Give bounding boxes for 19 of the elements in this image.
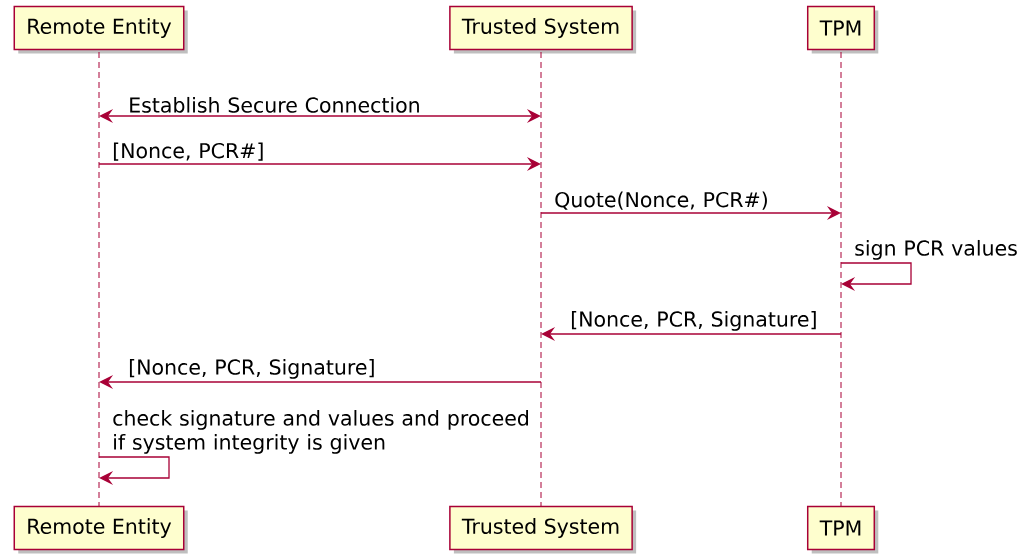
lifeline [98, 49, 100, 508]
self-message-arrow [840, 262, 912, 292]
participant-box: TPM [806, 5, 879, 54]
message-arrow [99, 108, 541, 124]
message-label: [Nonce, PCR, Signature] [571, 310, 816, 331]
lifeline [540, 49, 542, 508]
lifeline [840, 49, 842, 508]
participant-box: Remote Entity [13, 5, 188, 54]
participant-box: Trusted System [449, 505, 637, 554]
participant-box: Trusted System [449, 5, 637, 54]
participant-box: TPM [806, 505, 879, 554]
message-label: Quote(Nonce, PCR#) [555, 191, 767, 210]
message-label: sign PCR values [855, 239, 1017, 260]
message-label: check signature and values and proceed if system integrity is given [113, 409, 528, 454]
message-label: [Nonce, PCR, Signature] [129, 358, 374, 379]
self-message-arrow [98, 456, 170, 486]
participant-box: Remote Entity [13, 505, 188, 554]
message-label: Establish Secure Connection [130, 96, 419, 113]
message-label: [Nonce, PCR#] [113, 142, 263, 161]
